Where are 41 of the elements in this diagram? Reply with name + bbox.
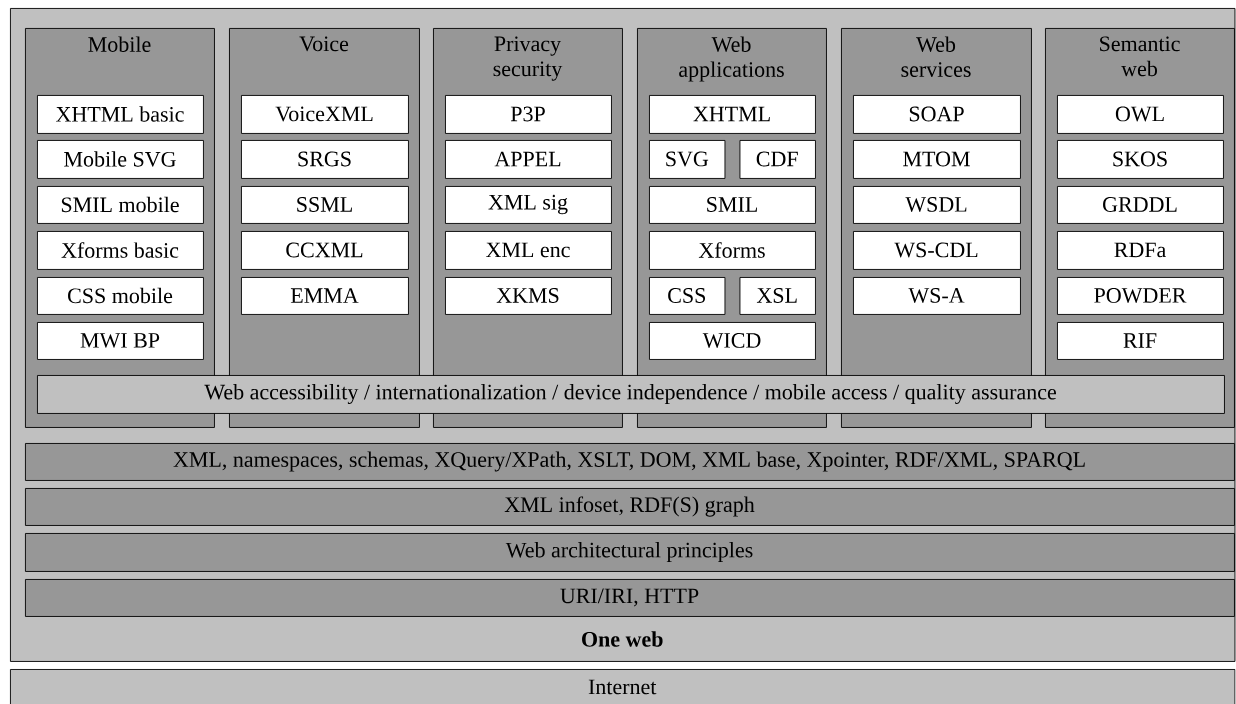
technology-box: XML sig <box>445 186 612 224</box>
technology-box: APPEL <box>445 140 612 179</box>
technology-box: GRDDL <box>1057 186 1224 224</box>
technology-box: WS-CDL <box>853 231 1021 270</box>
technology-box: MTOM <box>853 140 1021 179</box>
technology-box: RIF <box>1057 322 1224 360</box>
technology-box: CSS <box>649 277 726 315</box>
technology-box: Mobile SVG <box>37 140 204 179</box>
technology-box: SOAP <box>853 95 1021 134</box>
cross-cutting-band: Web accessibility / internationalization / device independence / mobile access / quality assurance <box>37 375 1225 414</box>
technology-box: Xforms basic <box>37 231 204 270</box>
technology-box: XSL <box>739 277 816 315</box>
technology-box: XKMS <box>445 277 612 315</box>
technology-box: CSS mobile <box>37 277 204 315</box>
layer-band: XML, namespaces, schemas, XQuery/XPath, XSLT, DOM, XML base, Xpointer, RDF/XML, SPARQL <box>25 443 1235 481</box>
technology-box: EMMA <box>241 277 409 315</box>
layer-band: Web architectural principles <box>25 533 1235 572</box>
technology-box: Xforms <box>649 231 816 270</box>
technology-box: WSDL <box>853 186 1021 224</box>
technology-box: VoiceXML <box>241 95 409 134</box>
technology-box: WS-A <box>853 277 1021 315</box>
network-band: Internet <box>10 669 1236 704</box>
technology-box: SSML <box>241 186 409 224</box>
technology-box: CDF <box>739 140 816 179</box>
layer-band: URI/IRI, HTTP <box>25 579 1235 617</box>
technology-box: MWI BP <box>37 322 204 360</box>
technology-box: OWL <box>1057 95 1224 134</box>
technology-box: RDFa <box>1057 231 1224 270</box>
technology-box: SVG <box>649 140 726 179</box>
technology-box: SMIL mobile <box>37 186 204 224</box>
technology-box: SMIL <box>649 186 816 224</box>
technology-box: SRGS <box>241 140 409 179</box>
technology-box: CCXML <box>241 231 409 270</box>
technology-box: SKOS <box>1057 140 1224 179</box>
technology-box: POWDER <box>1057 277 1224 315</box>
technology-box: XHTML <box>649 95 816 134</box>
layer-band: XML infoset, RDF(S) graph <box>25 488 1235 526</box>
technology-box: XML enc <box>445 231 612 270</box>
technology-box: P3P <box>445 95 612 134</box>
technology-box: WICD <box>649 322 816 360</box>
technology-box: XHTML basic <box>37 95 204 134</box>
